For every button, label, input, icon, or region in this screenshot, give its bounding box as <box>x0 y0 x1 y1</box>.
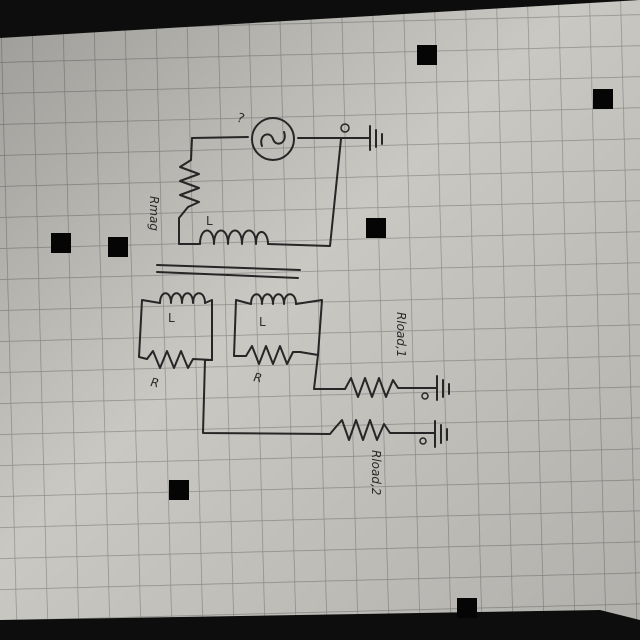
black-marker-4 <box>51 233 71 253</box>
black-marker-3 <box>366 218 386 238</box>
resistor-1-label: R <box>149 375 160 390</box>
black-marker-7 <box>457 598 477 618</box>
resistor-symbol-secondary-1 <box>146 350 213 369</box>
black-marker-6 <box>169 480 189 500</box>
inductor-symbol-secondary-1 <box>159 292 206 304</box>
black-marker-5 <box>108 237 128 257</box>
ground-symbol-load-2 <box>423 420 448 448</box>
inductor-symbol-primary <box>199 229 269 245</box>
paper-shading <box>0 0 640 620</box>
voltage-source-symbol <box>251 117 295 161</box>
transformer-core-lines <box>156 264 301 279</box>
black-marker-1 <box>417 45 437 65</box>
secondary-circuit: L R L R Rload,1 Rl <box>138 292 450 495</box>
black-marker-2 <box>593 89 613 109</box>
primary-circuit: ? Rmag L <box>147 111 383 247</box>
resistor-2-label: R <box>252 370 263 385</box>
resistor-symbol-primary <box>179 159 200 208</box>
resistor-symbol-load-2 <box>334 419 425 441</box>
primary-resistor-label: Rmag <box>147 196 161 231</box>
winding-2-label: L <box>259 315 266 329</box>
primary-inductor-label: L <box>206 214 213 228</box>
source-label: ? <box>235 111 247 127</box>
ground-symbol-primary <box>369 125 383 151</box>
ground-symbol-load-1 <box>426 375 450 401</box>
load-2-label: Rload,2 <box>369 450 383 495</box>
load-1-label: Rload,1 <box>394 312 408 357</box>
winding-1-label: L <box>168 311 175 325</box>
inductor-symbol-secondary-2 <box>250 293 297 305</box>
resistor-symbol-secondary-2 <box>245 345 301 365</box>
resistor-symbol-load-1 <box>344 377 428 398</box>
